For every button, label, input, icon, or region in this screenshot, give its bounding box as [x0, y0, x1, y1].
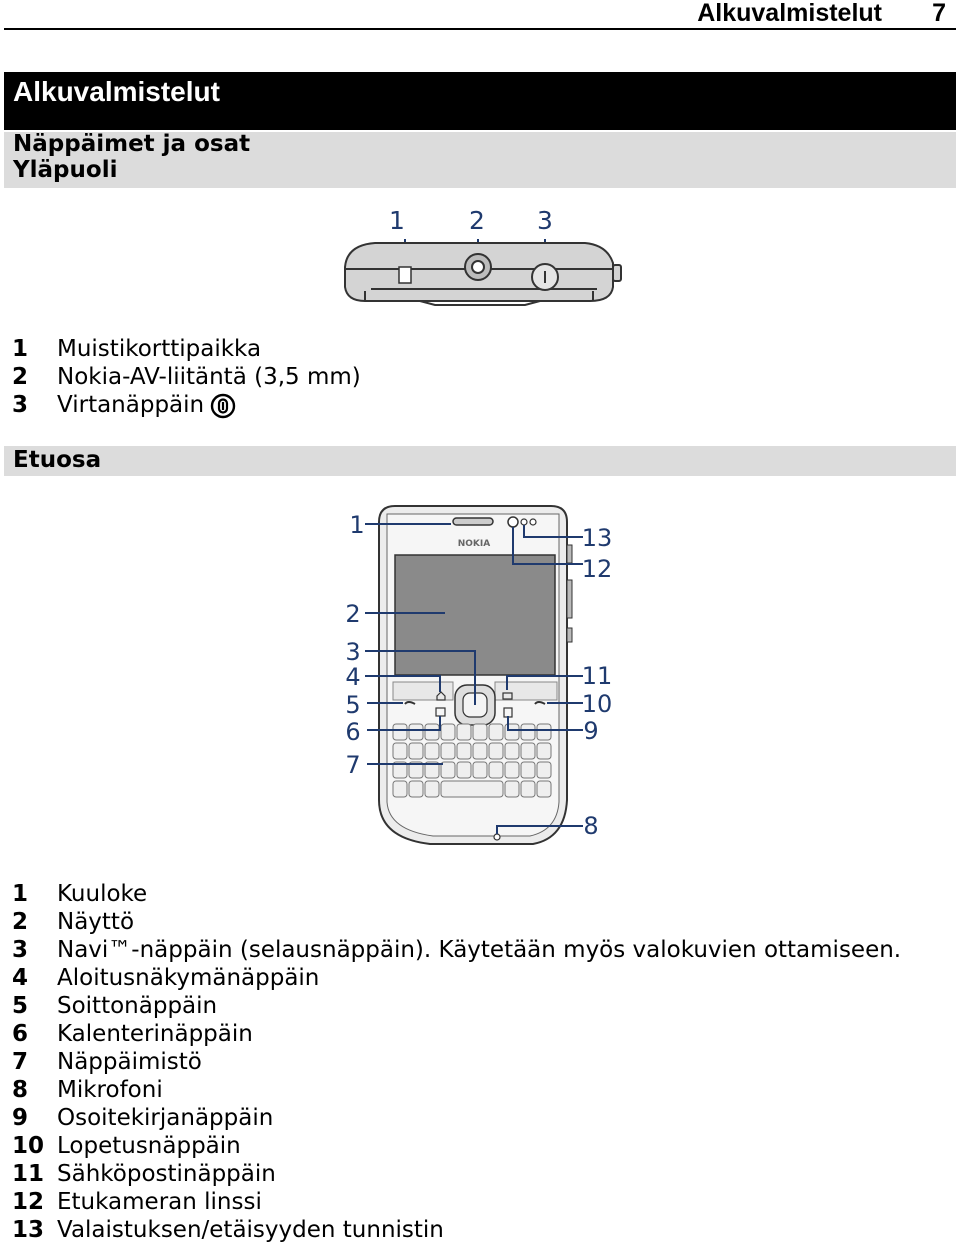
- chapter-banner: Alkuvalmistelut: [4, 72, 956, 130]
- front-callout-7: 7: [345, 751, 360, 779]
- front-callout-4: 4: [345, 663, 360, 691]
- header-rule: [4, 28, 956, 30]
- front-callout-12: 12: [582, 555, 613, 583]
- page-number: 7: [932, 0, 946, 27]
- top-callout-3: 3: [537, 206, 553, 235]
- top-callout-1: 1: [389, 206, 405, 235]
- microphone-icon: [493, 833, 501, 841]
- email-key-icon: [502, 692, 513, 700]
- brand-logo: NOKIA: [458, 539, 491, 549]
- phone-front-view-illustration: NOKIA 1 2 3 4 5 6 7: [345, 505, 613, 845]
- section-title: Näppäimet ja osat: [13, 131, 251, 157]
- front-callout-13: 13: [582, 524, 613, 552]
- top-callout-2: 2: [469, 206, 485, 235]
- power-icon: [210, 393, 236, 418]
- front-callout-11: 11: [582, 662, 613, 690]
- section-front-title: Etuosa: [13, 447, 102, 473]
- front-callout-5: 5: [345, 691, 360, 719]
- running-header-title: Alkuvalmistelut: [697, 0, 882, 27]
- front-callout-9: 9: [583, 717, 598, 745]
- running-header: Alkuvalmistelut 7: [0, 0, 960, 30]
- front-callout-6: 6: [345, 718, 360, 746]
- home-key-icon: [436, 691, 446, 701]
- front-callout-1: 1: [349, 511, 364, 539]
- front-callout-3: 3: [345, 638, 360, 666]
- section-front: Etuosa: [4, 446, 956, 476]
- front-callout-2: 2: [345, 600, 360, 628]
- front-camera-icon: [507, 516, 519, 528]
- end-key-icon: [534, 701, 546, 705]
- keyboard: [392, 723, 552, 798]
- front-callout-8: 8: [583, 812, 598, 840]
- chapter-title: Alkuvalmistelut: [13, 76, 220, 107]
- phone-top-view-illustration: 1 2 3: [344, 206, 622, 306]
- section-keys-and-parts: Näppäimet ja osat Yläpuoli: [4, 131, 956, 188]
- earpiece: [452, 517, 494, 526]
- memory-card-slot-icon: [398, 266, 412, 284]
- section-subtitle-top: Yläpuoli: [13, 157, 118, 183]
- call-key-icon: [404, 701, 416, 705]
- front-callout-10: 10: [582, 690, 613, 718]
